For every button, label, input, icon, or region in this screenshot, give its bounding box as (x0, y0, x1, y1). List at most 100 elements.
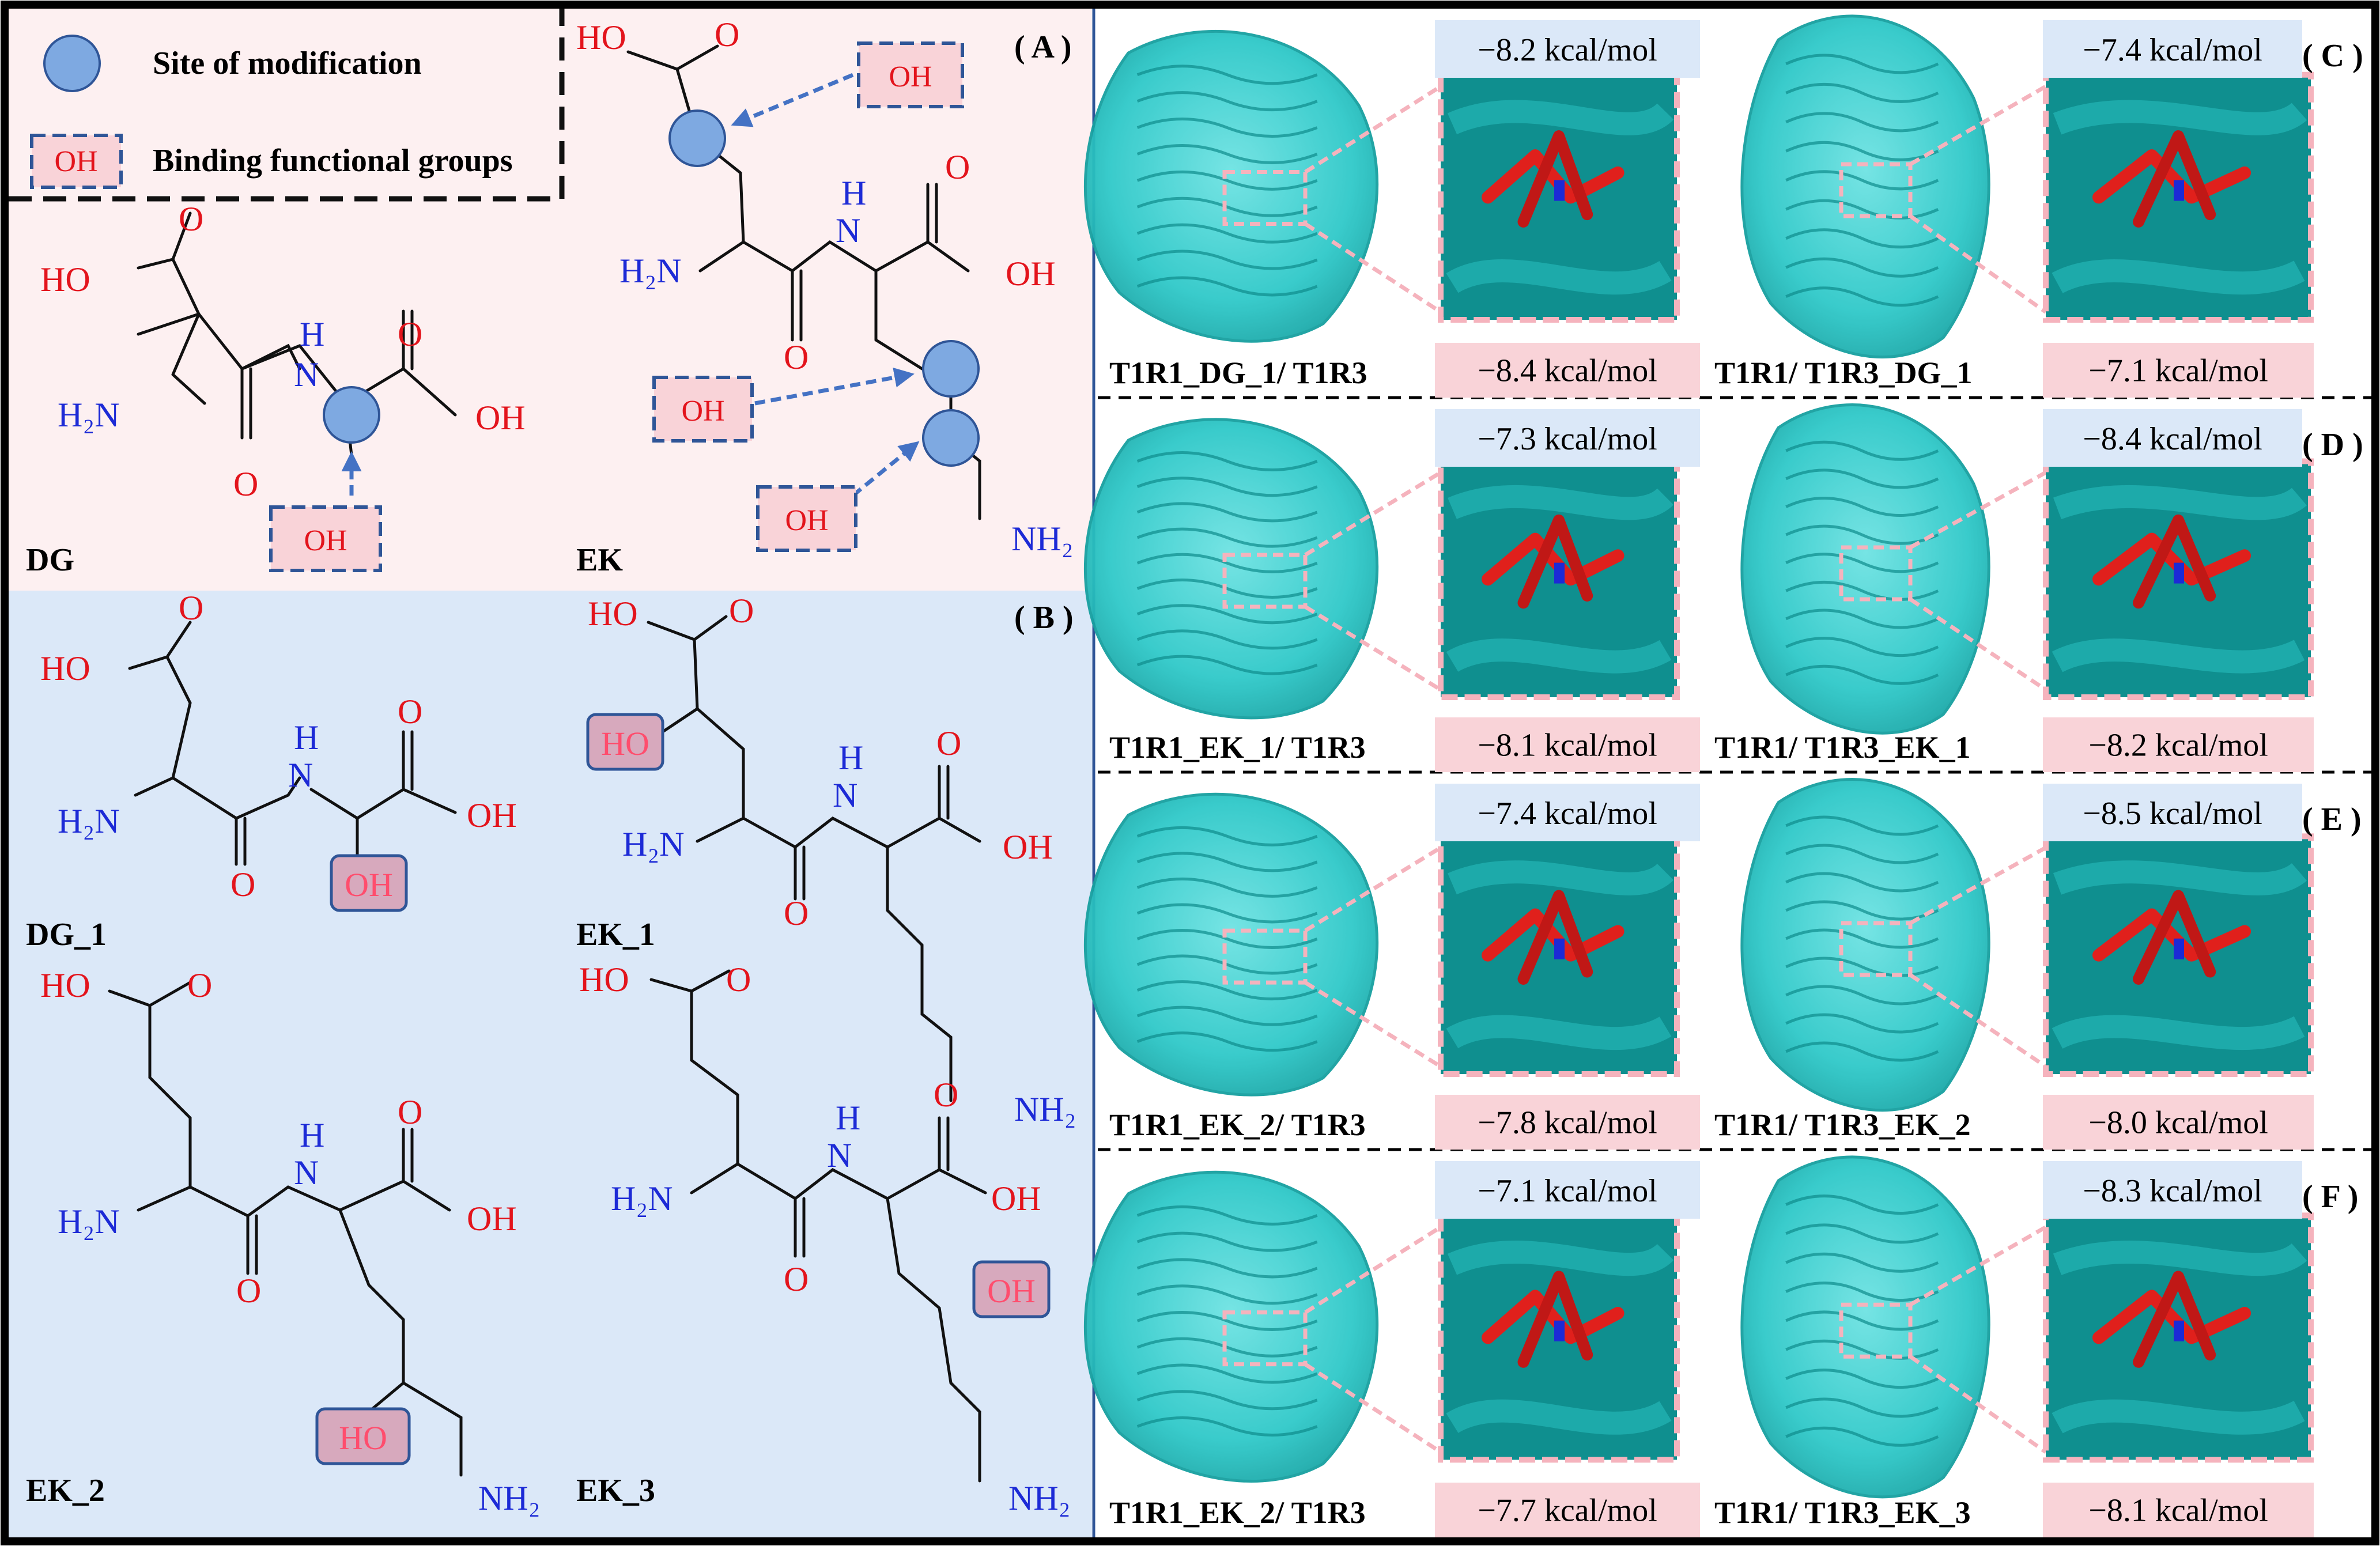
energy-right-top-d: −8.4 kcal/mol (2083, 421, 2262, 457)
oh-tag-box-dg (269, 505, 382, 572)
energy-left-bottom-f: −7.7 kcal/mol (1478, 1493, 1657, 1529)
site-circle-icon (43, 35, 101, 92)
energy-right-bottom-f-box (2043, 1483, 2314, 1537)
complex-label-left-c: T1R1_DG_1/ T1R3 (1109, 356, 1367, 390)
energy-left-bottom-d: −8.1 kcal/mol (1478, 728, 1657, 763)
compound-label-ek-3: EK_3 (576, 1473, 655, 1509)
ek3-oh-highlight (972, 1260, 1051, 1318)
protein-right-f (1740, 1155, 1990, 1499)
docking-row-c: −8.2 kcal/mol −8.4 kcal/mol T1R1_DG_1/ T1R… (1083, 14, 2363, 398)
ek2-h2n: H₂N (58, 1203, 120, 1241)
energy-right-bottom-e: −8.0 kcal/mol (2088, 1105, 2268, 1141)
oh-tag-dg: OH (304, 524, 347, 557)
dg1-h: H (294, 719, 319, 757)
dg1-n: N (288, 756, 313, 794)
legend-oh-tag: OH (54, 145, 97, 178)
docking-row-e: −7.4 kcal/mol −7.8 kcal/mol T1R1_EK_2/ T1R… (1083, 778, 2362, 1150)
ek3-nh2: NH₂ (1008, 1479, 1071, 1517)
ek2-oh: OH (467, 1200, 517, 1238)
oh-tag-box-ek-1 (857, 41, 964, 108)
site-circle-ek-3 (922, 409, 980, 467)
site-circle-ek-1 (668, 109, 726, 167)
molecule-dg: O HO H₂N H N O O OH OH DG (26, 200, 526, 578)
docking-panels: −8.2 kcal/mol −8.4 kcal/mol T1R1_DG_1/ T1R… (1083, 14, 2363, 1537)
ek3-oh: OH (991, 1180, 1041, 1218)
ek3-o-top: O (726, 961, 751, 999)
legend-group-label: Binding functional groups (153, 143, 513, 179)
ek2-o-right: O (398, 1093, 422, 1131)
oh-tag-ek-2: OH (681, 395, 724, 428)
panel-label-a: ( A ) (1014, 29, 1072, 65)
panel-label-d: ( D ) (2302, 427, 2363, 463)
ek3-h: H (836, 1099, 860, 1137)
zoom-left-f (1438, 1212, 1680, 1463)
dg-o-top: O (179, 200, 203, 238)
zoom-right-f (2043, 1212, 2314, 1463)
ek2-ho: HO (40, 966, 90, 1004)
ek-h2n: H₂N (619, 252, 682, 290)
energy-right-bottom-e-box (2043, 1095, 2314, 1150)
energy-left-bottom-e: −7.8 kcal/mol (1478, 1105, 1657, 1141)
dg1-oh: OH (467, 796, 517, 834)
ek1-o-bottom: O (784, 894, 809, 932)
ek3-ho: HO (579, 961, 629, 999)
dg-h: H (300, 315, 324, 353)
ek2-ho-highlight (315, 1407, 411, 1465)
ek-o-bottom: O (784, 338, 809, 376)
energy-right-top-f: −8.3 kcal/mol (2083, 1173, 2262, 1209)
protein-right-c (1740, 14, 1990, 359)
panel-b-background (9, 591, 1092, 1537)
ek1-ho-modified: HO (601, 725, 649, 762)
energy-right-bottom-f: −8.1 kcal/mol (2088, 1493, 2268, 1529)
molecule-ek: HO O H₂N H N O O OH NH₂ OH OH OH EK (576, 16, 1074, 578)
dg-n: N (294, 356, 319, 394)
dg1-oh-modified: OH (345, 866, 393, 904)
zoom-right-e (2043, 833, 2314, 1077)
ek2-n: N (294, 1154, 319, 1192)
ek1-n: N (833, 776, 857, 814)
ek1-h2n: H₂N (622, 825, 685, 863)
energy-left-top-f-box (1435, 1161, 1700, 1219)
dg1-o-bottom: O (231, 865, 255, 904)
oh-tag-ek-3: OH (785, 504, 828, 537)
oh-tag-box-ek-2 (652, 376, 754, 443)
compound-label-dg-1: DG_1 (26, 917, 107, 952)
energy-left-bottom-f-box (1435, 1483, 1700, 1537)
complex-label-left-d: T1R1_EK_1/ T1R3 (1109, 730, 1366, 765)
molecule-ek-1: HO O H₂N H N O O OH NH₂ HO EK_1 (576, 592, 1076, 1128)
ek3-n: N (827, 1136, 852, 1174)
energy-left-top-c-box (1435, 20, 1700, 78)
oh-tag-box-ek-3 (756, 485, 857, 552)
energy-left-bottom-c: −8.4 kcal/mol (1478, 353, 1657, 389)
energy-right-top-e-box (2043, 784, 2302, 841)
ek-nh2: NH₂ (1011, 520, 1074, 558)
energy-left-top-c: −8.2 kcal/mol (1478, 32, 1657, 68)
protein-left-e (1083, 792, 1379, 1097)
panel-label-c: ( C ) (2302, 38, 2363, 74)
protein-right-e (1740, 778, 1990, 1112)
dg1-h2n: H₂N (58, 802, 120, 840)
dg-ho: HO (40, 260, 90, 298)
energy-left-top-e: −7.4 kcal/mol (1478, 796, 1657, 831)
complex-label-left-e: T1R1_EK_2/ T1R3 (1109, 1107, 1366, 1142)
protein-right-d (1740, 403, 1990, 735)
dg1-o-top: O (179, 589, 203, 627)
ek2-h: H (300, 1116, 324, 1154)
protein-left-c (1083, 29, 1379, 343)
site-circle-dg (323, 386, 380, 444)
energy-right-top-c: −7.4 kcal/mol (2083, 32, 2262, 68)
site-circle-ek-2 (922, 340, 980, 398)
energy-right-bottom-d-box (2043, 717, 2314, 772)
panel-label-b: ( B ) (1014, 600, 1074, 636)
dg-o-right: O (398, 315, 422, 353)
ek2-ho-modified: HO (339, 1419, 387, 1457)
legend-oh-box (30, 134, 123, 189)
ek2-nh2: NH₂ (478, 1479, 541, 1517)
panel-label-f: ( F ) (2302, 1179, 2358, 1215)
ek-o-right: O (945, 148, 970, 186)
molecule-dg-1: O HO H₂N H N O O OH OH DG_1 (26, 589, 517, 952)
protein-left-d (1083, 418, 1379, 720)
complex-label-right-d: T1R1/ T1R3_EK_1 (1714, 730, 1971, 765)
